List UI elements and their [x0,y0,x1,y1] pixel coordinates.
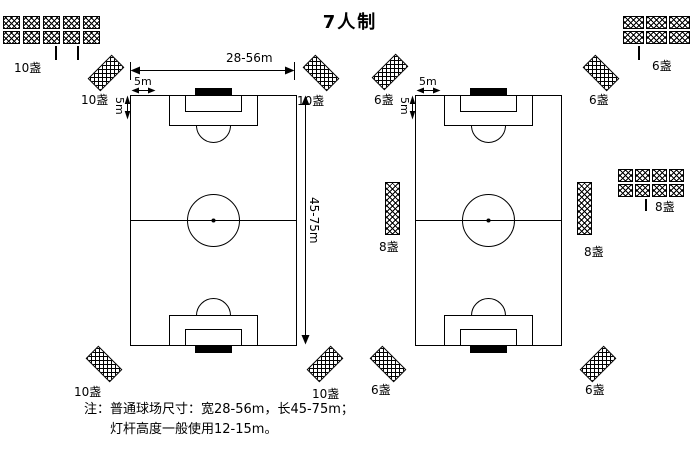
note-line-1: 注：普通球场尺寸：宽28-56m，长45-75m； [84,402,354,417]
floodlight-panel-right-mid-right [577,182,592,235]
lamp-count-label: 6盏 [585,383,605,397]
offset-dimension-label: 5m [113,97,126,115]
floodlight-panel [63,31,80,44]
lamp-count-label: 8盏 [379,240,399,254]
goal-top [470,88,507,96]
floodlight-panel [623,31,644,44]
left-field-diagram [130,88,297,353]
floodlight-panel [669,31,690,44]
lamp-count-label: 6盏 [589,93,609,107]
floodlight-panel [669,184,684,197]
light-pole [645,199,647,211]
floodlight-panel [83,16,100,29]
floodlight-panel [669,169,684,182]
lamp-count-label: 8盏 [584,245,604,259]
floodlight-panel [669,16,690,29]
lamp-count-label: 10盏 [297,94,325,108]
lamp-count-label: 10盏 [14,61,42,75]
floodlight-panel [646,16,667,29]
floodlight-panel [646,31,667,44]
light-pole [638,46,640,60]
center-spot [486,218,491,223]
offset-dimension-label: 5m [134,75,152,88]
floodlight-panel [3,31,20,44]
right-field-diagram [415,88,562,353]
floodlight-panel [43,16,60,29]
floodlight-panel [43,31,60,44]
floodlight-panel [635,169,650,182]
floodlight-panel [618,169,633,182]
lamp-count-label: 10盏 [81,93,109,107]
light-pole [55,46,57,60]
goal-bottom [195,345,232,353]
lamp-count-label: 6盏 [374,93,394,107]
center-spot [211,218,216,223]
offset-dimension-label: 5m [419,75,437,88]
floodlight-panel [623,16,644,29]
width-dimension-label: 28-56m [226,51,273,65]
lamp-count-label: 6盏 [371,383,391,397]
goal-top [195,88,232,96]
lamp-count-label: 8盏 [655,200,675,214]
floodlight-panel [652,184,667,197]
floodlight-panel [83,31,100,44]
note-line-2: 灯杆高度一般使用12-15m。 [110,422,278,437]
lamp-count-label: 6盏 [652,59,672,73]
floodlight-panel [635,184,650,197]
lamp-count-label: 10盏 [74,385,102,399]
floodlight-panel [63,16,80,29]
floodlight-panel-right-mid-left [385,182,400,235]
goal-bottom [470,345,507,353]
length-dimension-label: 45-75m [307,197,321,244]
light-pole [77,46,79,60]
floodlight-panel [618,184,633,197]
floodlight-panel [23,16,40,29]
page-title: 7人制 [322,12,378,33]
offset-dimension-label: 5m [398,97,411,115]
floodlight-panel [652,169,667,182]
floodlight-panel [23,31,40,44]
lamp-count-label: 10盏 [312,387,340,401]
floodlight-panel [3,16,20,29]
